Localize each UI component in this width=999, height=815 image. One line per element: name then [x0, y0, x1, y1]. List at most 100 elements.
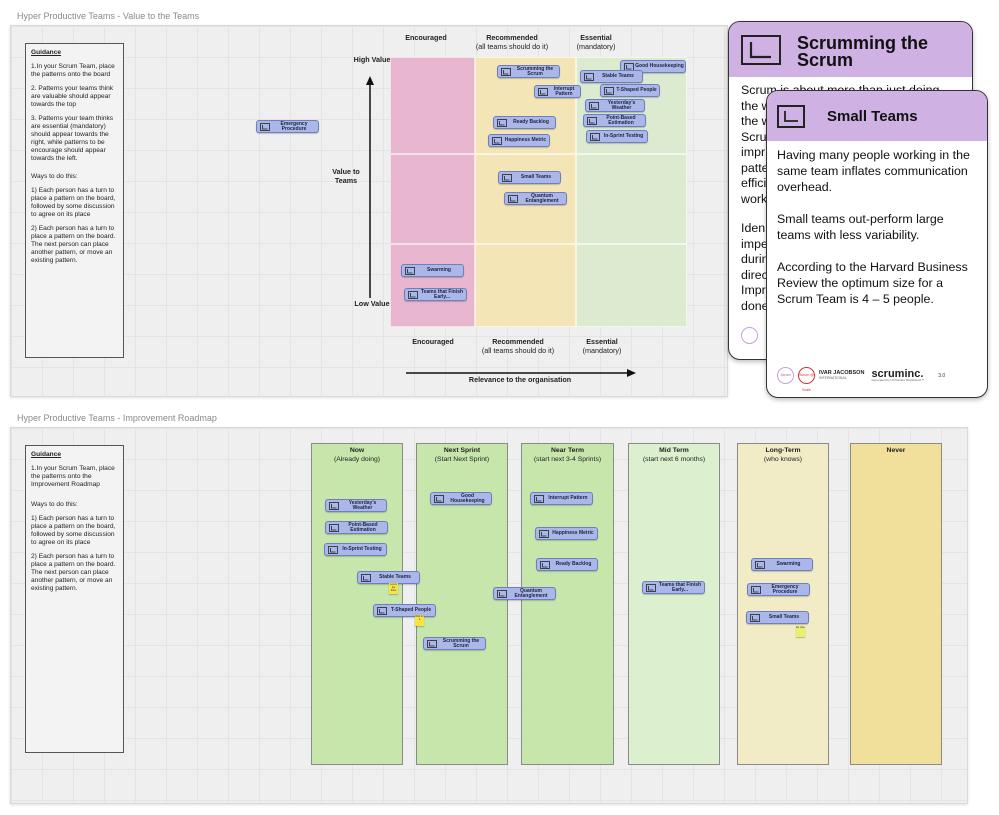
guidance-paragraph: 1) Each person has a turn to place a pat… — [31, 515, 116, 546]
pattern-card[interactable]: Yesterday's Weather — [325, 499, 387, 512]
pattern-icon — [501, 67, 511, 76]
cell-essential-mid — [576, 154, 687, 244]
pattern-card[interactable]: Good Housekeeping — [620, 60, 686, 73]
pattern-icon — [497, 589, 507, 598]
y-axis-arrow — [366, 76, 374, 298]
pattern-card[interactable]: Emergency Procedure — [256, 120, 319, 133]
pattern-card[interactable]: T-Shaped People — [373, 604, 436, 617]
scrum-badge-icon — [741, 327, 758, 344]
pattern-icon — [508, 194, 518, 203]
pattern-card[interactable]: Happiness Metric — [488, 134, 550, 147]
popup-paragraph: Having many people working in the same t… — [777, 148, 970, 194]
guidance-paragraph: Ways to do this: — [31, 173, 78, 180]
cell-encouraged-mid — [390, 154, 475, 244]
guidance-paragraph: 1) Each person has a turn to place a pat… — [31, 187, 116, 218]
col-footer-recommended: Recommended(all teams should do it) — [481, 337, 555, 355]
col-heading-recommended: Recommended(all teams should do it) — [475, 33, 549, 51]
guidance-panel[interactable]: Guidance 1.In your Scrum Team, place the… — [25, 43, 124, 358]
pattern-card[interactable]: Swarming — [401, 264, 464, 277]
scrum-badge-icon: Scrum — [777, 367, 794, 384]
pattern-icon — [750, 613, 760, 622]
version-label: 3.0 — [938, 372, 946, 379]
pattern-icon — [755, 560, 765, 569]
pattern-icon — [260, 122, 270, 131]
guidance-paragraph: 3. Patterns your team thinks are essenti… — [31, 115, 114, 162]
guidance-paragraph: 2) Each person has a turn to place a pat… — [31, 225, 116, 264]
popup-footer: Scrum Scrum @ Scale IVAR JACOBSON INTERN… — [777, 367, 946, 392]
pattern-card[interactable]: Quantum Entanglement — [493, 587, 556, 600]
pattern-card[interactable]: Quantum Entanglement — [504, 192, 567, 205]
cell-recommended-low — [475, 244, 576, 327]
guidance-paragraph: 1.In your Scrum Team, place the patterns… — [31, 63, 115, 78]
guidance-panel[interactable]: Guidance 1.In your Scrum Team, place the… — [25, 445, 124, 753]
pattern-card[interactable]: Interrupt Pattern — [534, 85, 581, 98]
pattern-card[interactable]: Stable Teams — [357, 571, 420, 584]
cell-encouraged-low — [390, 244, 475, 327]
pattern-icon — [502, 173, 512, 182]
pattern-card[interactable]: Interrupt Pattern — [530, 492, 593, 505]
pattern-icon — [590, 132, 600, 141]
guidance-paragraph: 2. Patterns your teams think are valuabl… — [31, 85, 114, 108]
frame-title-value: Hyper Productive Teams - Value to the Te… — [17, 11, 200, 21]
pattern-card[interactable]: Small Teams — [498, 171, 561, 184]
pattern-card-popup-front[interactable]: Small Teams Having many people working i… — [766, 90, 988, 398]
pattern-card[interactable]: Teams that Finish Early... — [404, 288, 467, 301]
pattern-card[interactable]: Teams that Finish Early... — [642, 581, 705, 594]
pattern-icon — [497, 118, 507, 127]
pattern-logo-icon — [777, 104, 805, 128]
pattern-card[interactable]: Point-Based Estimation — [325, 521, 388, 534]
pattern-icon — [538, 87, 548, 96]
popup-paragraph: Small teams out-perform large teams with… — [777, 212, 944, 242]
popup-body: Having many people working in the same t… — [767, 141, 987, 307]
guidance-heading: Guidance — [31, 451, 62, 458]
pattern-card[interactable]: Stable Teams — [580, 70, 643, 83]
pattern-card[interactable]: Point-Based Estimation — [583, 114, 646, 127]
pattern-card[interactable]: Ready Backlog — [536, 558, 598, 571]
pattern-card[interactable]: Scrumming the Scrum — [497, 65, 560, 78]
roadmap-column-never[interactable]: Never — [850, 443, 942, 765]
pattern-icon — [584, 72, 594, 81]
cell-encouraged-high — [390, 57, 475, 154]
pattern-card[interactable]: Swarming — [751, 558, 813, 571]
pattern-icon — [751, 585, 761, 594]
popup-paragraph: According to the Harvard Business Review… — [777, 260, 968, 306]
pattern-card[interactable]: Small Teams — [746, 611, 809, 624]
pattern-card[interactable]: Emergency Procedure — [747, 583, 810, 596]
popup-header: Small Teams — [767, 91, 987, 141]
pattern-icon — [427, 639, 437, 648]
pattern-card[interactable]: T-Shaped People — [600, 84, 660, 97]
pattern-icon — [405, 266, 415, 275]
sticky-note[interactable]: Wait for it — [415, 615, 424, 626]
pattern-card[interactable]: Good Housekeeping — [430, 492, 492, 505]
pattern-card[interactable]: Scrumming the Scrum — [423, 637, 486, 650]
pattern-icon — [361, 573, 371, 582]
pattern-card[interactable]: Yesterday's Weather — [585, 99, 645, 112]
y-axis-high: High Value — [353, 55, 391, 64]
roadmap-column-long-term[interactable]: Long-Term(who knows) — [737, 443, 829, 765]
pattern-icon — [604, 86, 614, 95]
sticky-note[interactable]: Ex note — [796, 626, 805, 637]
popup-title: Small Teams — [827, 107, 918, 125]
col-heading-essential: Essential(mandatory) — [576, 33, 616, 51]
pattern-icon — [492, 136, 502, 145]
x-axis-arrow — [406, 369, 636, 377]
guidance-paragraph: 2) Each person has a turn to place a pat… — [31, 553, 116, 592]
guidance-paragraph: 1.In your Scrum Team, place the patterns… — [31, 465, 115, 488]
x-axis-label: Relevance to the organisation — [468, 375, 572, 384]
pattern-card[interactable]: Ready Backlog — [493, 116, 556, 129]
y-axis-low: Low Value — [354, 299, 390, 308]
roadmap-column-mid-term[interactable]: Mid Term(start next 6 months) — [628, 443, 720, 765]
pattern-card[interactable]: In-Sprint Testing — [324, 543, 387, 556]
pattern-icon — [646, 583, 656, 592]
pattern-icon — [434, 494, 444, 503]
scruminc-logo: scruminc. Generated by IJI Practice Work… — [871, 367, 925, 382]
cell-essential-low — [576, 244, 687, 327]
col-footer-essential: Essential(mandatory) — [582, 337, 622, 355]
pattern-icon — [329, 501, 339, 510]
pattern-card[interactable]: Happiness Metric — [535, 527, 598, 540]
pattern-logo-icon — [741, 34, 781, 65]
guidance-heading: Guidance — [31, 49, 62, 56]
pattern-icon — [328, 545, 338, 554]
pattern-card[interactable]: In-Sprint Testing — [586, 130, 648, 143]
sticky-note[interactable]: Lorem ips dolor — [389, 583, 398, 594]
